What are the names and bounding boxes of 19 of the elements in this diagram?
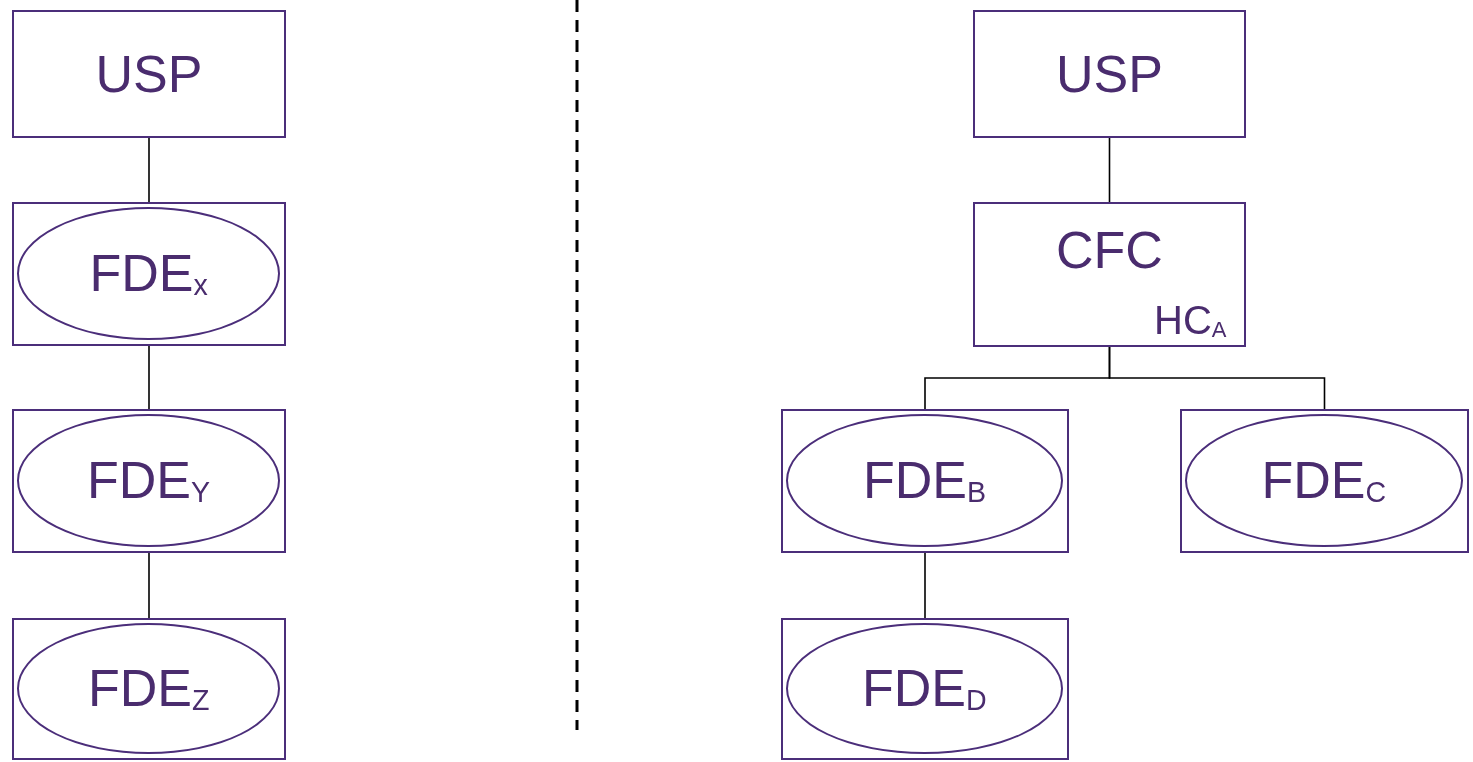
node-label: USP xyxy=(1056,48,1163,100)
node-label: FDE$_{Z}$ xyxy=(88,662,210,715)
node-label: FDE$_{B}$ xyxy=(863,454,987,507)
connector-line xyxy=(1108,137,1111,203)
connector-line xyxy=(148,345,150,410)
connector-line xyxy=(1108,346,1326,410)
process-box xyxy=(973,10,1246,138)
node-sublabel: HC$_{A}$ xyxy=(1154,300,1227,342)
node-label: FDE$_{Y}$ xyxy=(87,454,211,507)
node-label: FDE$_{C}$ xyxy=(1261,454,1387,507)
node-label: FDE$_{x}$ xyxy=(89,247,208,300)
node-label: FDE$_{D}$ xyxy=(862,662,987,715)
connector-line xyxy=(148,552,150,619)
node-label: CFC xyxy=(1056,224,1163,276)
connector-line xyxy=(924,552,926,619)
process-box xyxy=(12,10,286,138)
process-box xyxy=(973,202,1246,347)
node-label: USP xyxy=(95,48,203,100)
connector-line xyxy=(148,137,150,203)
